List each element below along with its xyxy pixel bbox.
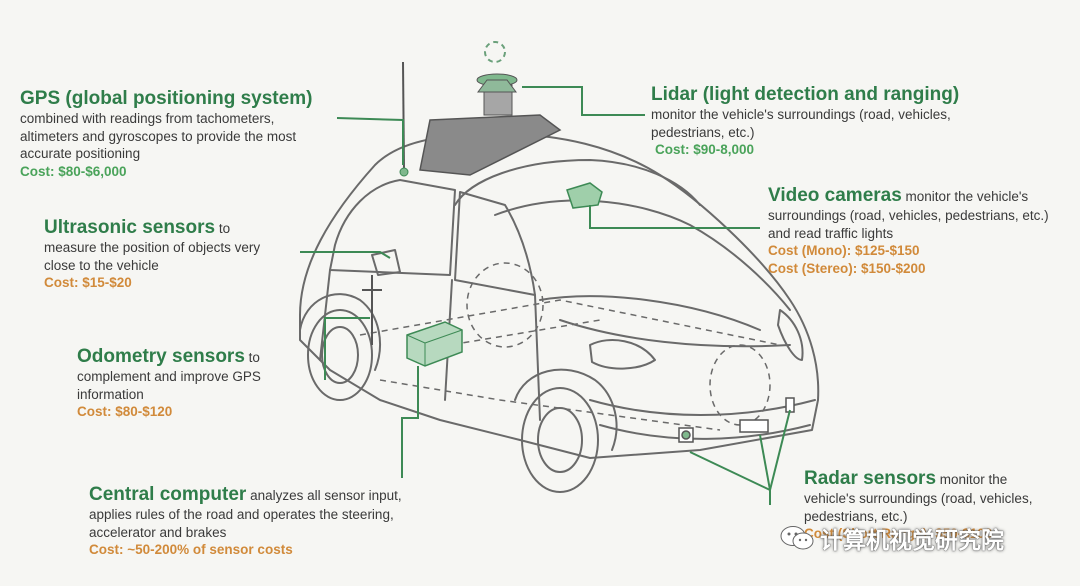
lidar-title: Lidar (light detection and ranging) — [651, 84, 1001, 106]
central-computer-unit — [407, 322, 462, 366]
video-cameras-inline: monitor the vehicle's — [902, 189, 1028, 204]
central-computer-inline: analyzes all sensor input, — [246, 488, 401, 503]
lidar-description: monitor the vehicle's surroundings (road… — [651, 106, 986, 141]
video-cameras-description: surroundings (road, vehicles, pedestrian… — [768, 207, 1058, 242]
odometry-description: complement and improve GPS information — [77, 368, 292, 403]
car-body — [300, 134, 818, 492]
central-computer-title: Central computer — [89, 484, 246, 505]
lidar-label: Lidar (light detection and ranging) moni… — [651, 84, 1001, 159]
video-camera-unit — [567, 183, 602, 208]
ultrasonic-title: Ultrasonic sensors — [44, 217, 215, 238]
odometry-title: Odometry sensors — [77, 346, 245, 367]
gps-title: GPS (global positioning system) — [20, 88, 340, 110]
watermark-text: 计算机视觉研究院 — [820, 521, 1004, 555]
video-cameras-label: Video cameras monitor the vehicle's surr… — [768, 185, 1068, 277]
central-computer-description: applies rules of the road and operates t… — [89, 506, 439, 541]
gps-description: combined with readings from tachometers,… — [20, 110, 320, 163]
gps-label: GPS (global positioning system) combined… — [20, 88, 340, 180]
lidar-unit — [420, 42, 560, 175]
wechat-icon — [780, 525, 814, 551]
ultrasonic-inline: to — [215, 221, 230, 236]
ultrasonic-description: measure the position of objects very clo… — [44, 239, 294, 274]
odometry-inline: to — [245, 350, 260, 365]
radar-inline: monitor the — [936, 472, 1007, 487]
video-cameras-title: Video cameras — [768, 185, 902, 206]
radar-description: vehicle's surroundings (road, vehicles, … — [804, 490, 1064, 525]
odometry-cost: Cost: $80-$120 — [77, 403, 317, 421]
odometry-label: Odometry sensors to complement and impro… — [77, 346, 317, 421]
radar-title: Radar sensors — [804, 468, 936, 489]
ultrasonic-label: Ultrasonic sensors to measure the positi… — [44, 217, 304, 292]
gps-cost: Cost: $80-$6,000 — [20, 163, 340, 181]
watermark: 计算机视觉研究院 — [780, 521, 1004, 555]
ultrasonic-cost: Cost: $15-$20 — [44, 274, 304, 292]
video-cameras-cost-stereo: Cost (Stereo): $150-$200 — [768, 260, 1068, 278]
lidar-cost: Cost: $90-8,000 — [651, 141, 1001, 159]
central-computer-label: Central computer analyzes all sensor inp… — [89, 484, 449, 559]
central-computer-cost: Cost: ~50-200% of sensor costs — [89, 541, 449, 559]
video-cameras-cost-mono: Cost (Mono): $125-$150 — [768, 242, 1068, 260]
